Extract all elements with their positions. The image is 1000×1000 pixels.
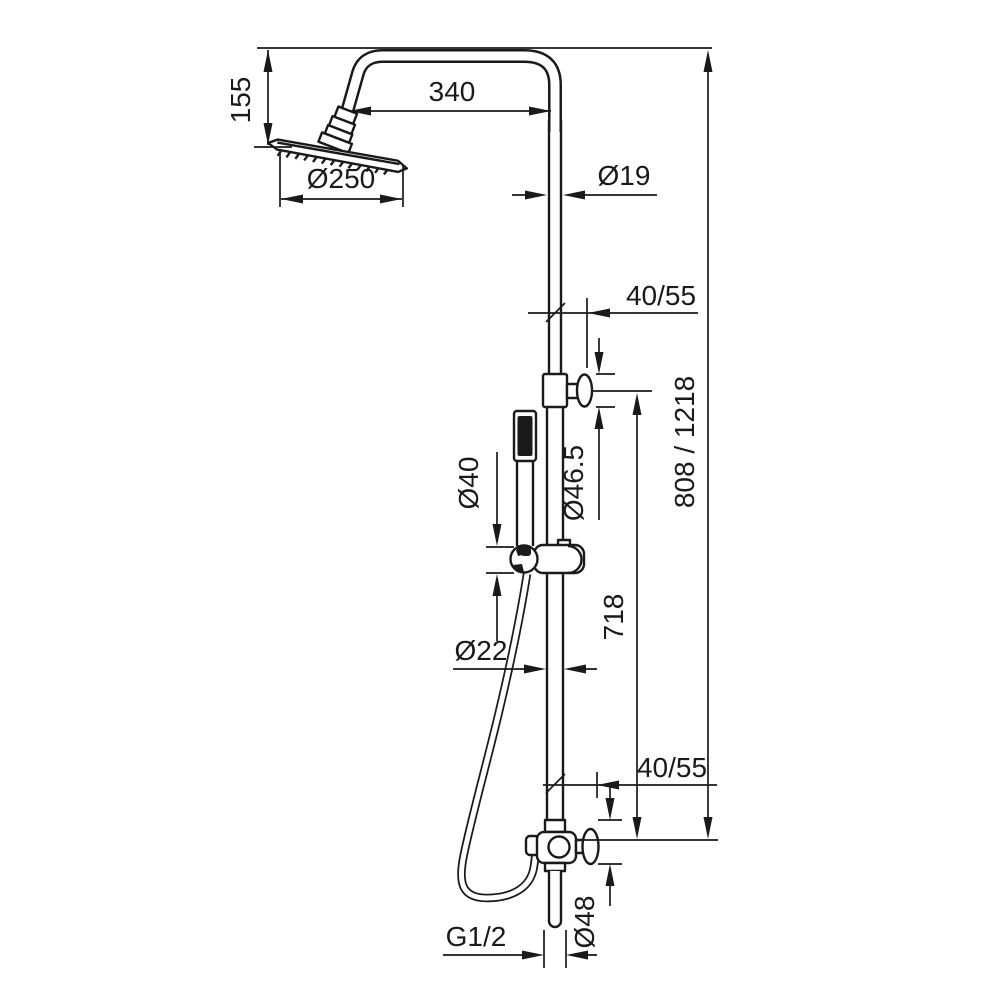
label-808-1218: 808 / 1218 xyxy=(669,376,700,508)
dim-465 xyxy=(596,338,615,520)
label-4055-upper: 40/55 xyxy=(626,280,696,311)
outlet-tube xyxy=(547,871,563,929)
dim-4055-upper xyxy=(528,298,698,368)
label-718: 718 xyxy=(598,594,629,641)
dim-4055-lower xyxy=(543,772,717,798)
dimension-arrows xyxy=(263,50,713,960)
dim-155 xyxy=(254,50,292,148)
label-155: 155 xyxy=(225,77,256,124)
diverter-valve xyxy=(524,818,600,929)
label-40: Ø40 xyxy=(453,457,484,510)
upper-wall-bracket xyxy=(541,372,594,409)
label-4055-lower: 40/55 xyxy=(637,752,707,783)
riser-pipe xyxy=(547,120,563,375)
label-465: Ø46.5 xyxy=(558,445,589,521)
shower-head xyxy=(266,138,409,176)
shower-hose xyxy=(457,573,540,903)
bracket-knob xyxy=(575,373,594,408)
arm-head-connector xyxy=(317,105,359,155)
hand-shower-grip xyxy=(517,416,533,456)
dim-48 xyxy=(598,819,622,906)
shower-arm xyxy=(340,49,562,132)
diverter-knob xyxy=(581,827,600,866)
slider-holder xyxy=(509,538,586,575)
label-22: Ø22 xyxy=(455,635,508,666)
label-250: Ø250 xyxy=(307,163,376,194)
dim-718 xyxy=(593,390,652,817)
label-g12: G1/2 xyxy=(446,921,507,952)
label-340: 340 xyxy=(429,76,476,107)
label-19: Ø19 xyxy=(598,160,651,191)
dim-g12 xyxy=(443,930,597,968)
slide-rail xyxy=(545,407,565,821)
dim-40 xyxy=(486,452,514,641)
hand-shower xyxy=(512,409,538,546)
dimension-labels: 155 340 Ø250 Ø19 40/55 Ø46.5 Ø40 718 808… xyxy=(225,76,707,952)
label-48: Ø48 xyxy=(569,896,600,949)
